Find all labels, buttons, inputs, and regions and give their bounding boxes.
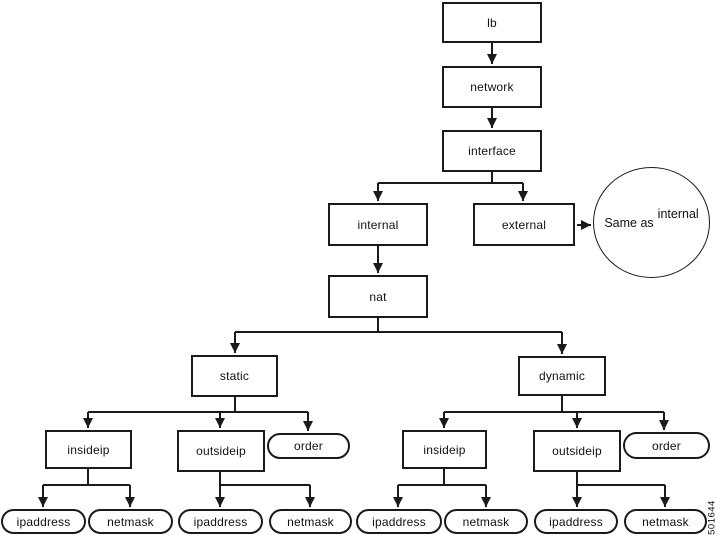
node-static: static	[191, 355, 278, 397]
node-static-order: order	[267, 433, 350, 459]
node-internal: internal	[328, 203, 428, 246]
leaf-static-outsideip-ipaddress: ipaddress	[178, 509, 263, 534]
same-as-internal-note: Same as internal	[593, 167, 710, 278]
leaf-dynamic-insideip-netmask: netmask	[444, 509, 528, 534]
node-external: external	[473, 203, 575, 246]
node-nat: nat	[328, 275, 428, 318]
node-dynamic-outsideip: outsideip	[533, 430, 621, 472]
leaf-dynamic-outsideip-netmask: netmask	[624, 509, 707, 534]
leaf-static-insideip-ipaddress: ipaddress	[1, 509, 86, 534]
same-as-text: Same as	[604, 215, 654, 230]
leaf-static-insideip-netmask: netmask	[88, 509, 173, 534]
leaf-static-outsideip-netmask: netmask	[269, 509, 352, 534]
leaf-dynamic-insideip-ipaddress: ipaddress	[356, 509, 442, 534]
same-as-reference: internal	[657, 206, 699, 221]
node-dynamic: dynamic	[518, 356, 606, 396]
node-dynamic-insideip: insideip	[402, 430, 487, 469]
node-lb: lb	[442, 2, 542, 43]
node-static-insideip: insideip	[45, 430, 132, 469]
node-network: network	[442, 66, 542, 108]
node-static-outsideip: outsideip	[177, 430, 265, 472]
node-interface: interface	[442, 130, 542, 172]
leaf-dynamic-outsideip-ipaddress: ipaddress	[534, 509, 618, 534]
node-dynamic-order: order	[623, 432, 710, 459]
figure-id: 501644	[706, 500, 718, 535]
